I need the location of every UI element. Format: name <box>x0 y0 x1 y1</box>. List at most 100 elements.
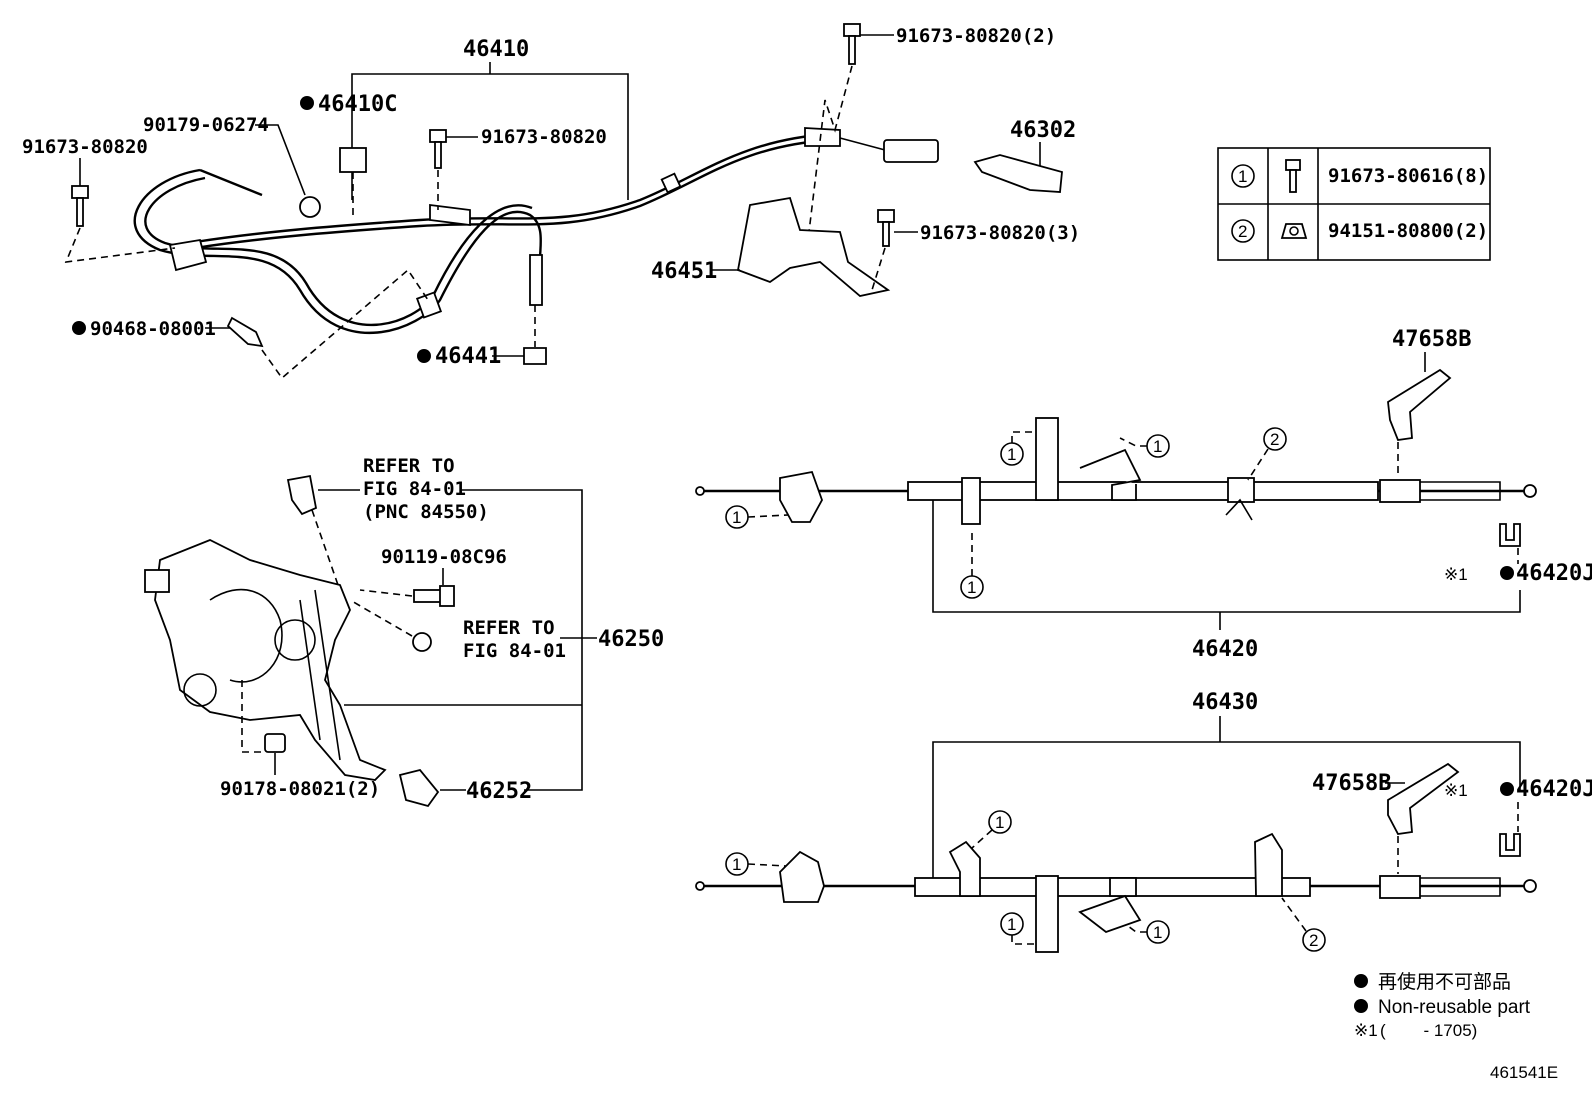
pedal-mount <box>144 569 170 593</box>
dash-pad-84550 <box>311 509 339 586</box>
dash-bolt-left <box>64 227 176 263</box>
cable-main-edge <box>194 138 831 250</box>
cable-46430-clamp-b <box>1035 875 1059 953</box>
footnotes: 再使用不可部品 Non-reusable part ※1 ( - 1705) 4… <box>1354 971 1558 1082</box>
pedal-pivot <box>274 619 316 661</box>
legend-part-1: 91673-80616(8) <box>1328 165 1488 187</box>
legend-dot-jp <box>1354 974 1368 988</box>
footnote-jp: 再使用不可部品 <box>1378 971 1511 993</box>
label-90179-06274: 90179-06274 <box>143 114 269 136</box>
dash-ref-1g <box>1011 935 1036 945</box>
ref-mark-46420j-a: ※1 <box>1444 565 1468 584</box>
legend-num-1: 1 <box>1238 167 1247 186</box>
parking-brake-pedal-46250: 46250 REFER TO FIG 84-01 (PNC 84550) 901… <box>144 455 664 808</box>
cable-46430-clamp-c <box>1109 877 1137 897</box>
dash-ref-1c <box>1119 437 1147 447</box>
dash-90468 <box>261 268 429 380</box>
ref-1e-text: 1 <box>732 855 741 874</box>
dash-ref-1a <box>747 514 789 518</box>
bolt-shank-left <box>76 197 84 227</box>
dash-90119 <box>359 589 413 597</box>
label-46420: 46420 <box>1192 637 1258 662</box>
dash-bolt-right <box>871 247 886 291</box>
cable-clamp <box>804 127 841 147</box>
cable-grommet <box>415 291 443 319</box>
legend-dot-en <box>1354 999 1368 1013</box>
ref-mark-46420j-b: ※1 <box>1444 781 1468 800</box>
bolt-icon <box>1285 159 1301 193</box>
nut-90178 <box>264 733 286 753</box>
dash-bolt-top <box>807 65 853 241</box>
ref-circle-2a <box>1263 427 1287 451</box>
legend-num-2: 2 <box>1238 222 1247 241</box>
clip-46420j-a <box>1499 523 1521 547</box>
cable-sleeve <box>660 172 682 194</box>
dash-ref-1b <box>1011 431 1036 443</box>
label-91673-80820-3: 91673-80820(3) <box>920 222 1080 244</box>
pedal-arm <box>299 589 341 761</box>
cable-46430-clamp-c-tab <box>1078 894 1142 934</box>
label-46430: 46430 <box>1192 690 1258 715</box>
pedal-spring <box>209 588 283 683</box>
nonreusable-dot-46441 <box>417 349 431 363</box>
cable-bracket-mid <box>429 203 471 227</box>
pad-84550 <box>286 474 318 516</box>
clip-90468 <box>226 316 264 348</box>
front-cable-assembly-46410: 46410 46410C 90179-06274 91673-80820 <box>22 23 1080 380</box>
footnote-ref-mark: ※1 <box>1354 1021 1378 1040</box>
cable-to-connector <box>839 137 886 151</box>
ref-1f-text: 1 <box>995 813 1004 832</box>
cable-46430-clamp-a <box>948 840 981 897</box>
cable-46420-bracket-1 <box>779 470 823 523</box>
grommet-46441 <box>523 347 547 365</box>
label-refer-2-line2: FIG 84-01 <box>463 640 566 662</box>
cable-46430-spring <box>1420 877 1501 897</box>
nonreusable-dot-46420j-b <box>1500 782 1514 796</box>
clip-46420j-b <box>1499 833 1521 857</box>
rear-cable-assembly-46430: 46430 1 1 1 1 2 47658B <box>695 690 1592 953</box>
ref-circle-2b <box>1302 928 1326 952</box>
cable-loop-end <box>199 168 263 197</box>
pad-46252 <box>398 768 440 808</box>
pedal-hub <box>183 673 217 707</box>
bolt-head-90119 <box>439 585 455 607</box>
clip-46410c <box>339 147 367 173</box>
cable-46420-end-left <box>695 486 705 496</box>
ref-1d-text: 1 <box>967 578 976 597</box>
cable-46420-clamp-a <box>961 477 981 525</box>
leader-bracket-46250-right <box>460 489 583 791</box>
bracket-47658b-b <box>1387 762 1460 835</box>
dash-ref-1h <box>1127 925 1147 933</box>
cable-46420-spring <box>1420 481 1501 501</box>
cable-rod-end <box>529 254 543 306</box>
label-46420j-b: 46420J <box>1516 777 1592 802</box>
bolt-shank-right <box>882 221 890 247</box>
nonreusable-dot-90468 <box>72 321 86 335</box>
bolt-shank-top <box>848 35 856 65</box>
label-refer-1-line3: (PNC 84550) <box>363 501 489 523</box>
bracket-46451 <box>736 196 891 297</box>
label-91673-80820-left: 91673-80820 <box>22 136 148 158</box>
nonreusable-dot-46420j-a <box>1500 566 1514 580</box>
label-refer-1-line2: FIG 84-01 <box>363 478 466 500</box>
label-90178-08021-2: 90178-08021(2) <box>220 778 380 800</box>
ref-1g-text: 1 <box>1007 915 1016 934</box>
label-46441: 46441 <box>435 344 501 369</box>
label-90119-08c96: 90119-08C96 <box>381 546 507 568</box>
label-refer-1-line1: REFER TO <box>363 455 455 477</box>
cable-46420-clamp-d <box>1227 477 1255 503</box>
cable-loop <box>133 168 542 335</box>
leader-bracket-46420 <box>932 500 1521 613</box>
label-46302: 46302 <box>1010 118 1076 143</box>
ref-2b-text: 2 <box>1309 931 1318 950</box>
ref-1h-text: 1 <box>1153 923 1162 942</box>
cable-46420-clamp-b <box>1035 417 1059 501</box>
dash-90178 <box>241 680 264 753</box>
leader-bracket-46430 <box>932 741 1521 878</box>
cable-46420-sheath <box>907 481 1379 501</box>
rear-cable-assembly-46420: 1 1 1 2 1 47658B ※1 46420J 46420 <box>695 327 1592 662</box>
label-46250: 46250 <box>598 627 664 652</box>
label-47658b-a: 47658B <box>1392 327 1471 352</box>
cable-46420-end-right <box>1523 484 1537 498</box>
